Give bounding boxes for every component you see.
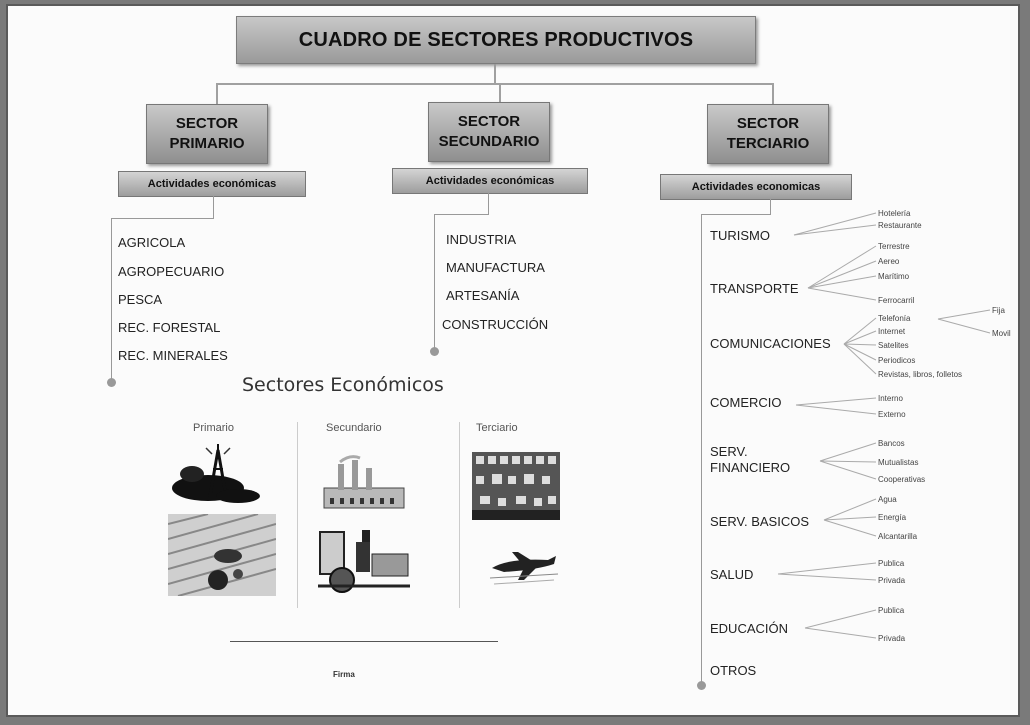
educacion-sub: Privada [878,634,906,643]
primario-item: REC. MINERALES [118,348,228,363]
secundario-activities-box: Actividades económicas [392,168,588,194]
terciario-trunk-end-dot [697,681,706,690]
serv-financiero-line-1: SERV. [710,444,748,459]
salud-sub: Publica [878,559,905,568]
connector-horizontal-top [216,83,774,85]
column-divider [459,422,460,608]
educacion-sub: Publica [878,606,905,615]
terciario-item-salud: SALUD [710,567,754,582]
comunicaciones-sub: Telefonía [878,314,911,323]
terciario-item-serv-basicos: SERV. BASICOS [710,514,809,529]
turismo-sub: Restaurante [878,221,922,230]
terciario-branch-connector [770,199,771,214]
primario-item: PESCA [118,292,163,307]
sector-terciario-box: SECTOR TERCIARIO [707,104,829,164]
terciario-sub-connectors [777,212,991,639]
farm-field-icon [168,514,276,596]
secundario-item: INDUSTRIA [446,232,517,247]
signature-line [230,641,498,642]
primario-branch-connector [213,196,214,218]
sector-secundario-label: SECTOR SECUNDARIO [438,113,540,150]
terciario-branch-connector [701,214,771,215]
sector-terciario-label: SECTOR TERCIARIO [726,115,810,152]
secundario-item: ARTESANÍA [446,288,520,303]
financiero-sub: Bancos [878,439,905,448]
basicos-sub: Agua [878,495,897,504]
secundario-branch-connector [488,193,489,214]
comunicaciones-sub: Revistas, libros, folletos [878,370,963,379]
basicos-sub: Energía [878,513,907,522]
terciario-item-serv-financiero: SERV.FINANCIERO [710,444,790,476]
connector-title-down [494,62,496,84]
primario-trunk-end-dot [107,378,116,387]
primario-activities-box: Actividades económicas [118,171,306,197]
terciario-item-turismo: TURISMO [710,228,770,243]
turismo-sub: Hotelería [878,209,911,218]
secundario-item: MANUFACTURA [446,260,545,275]
comercio-sub: Externo [878,410,906,419]
terciario-item-comercio: COMERCIO [710,395,782,410]
oil-derrick-icon [172,444,260,503]
connector-primario-down [216,83,218,105]
sector-primario-label: SECTOR PRIMARIO [169,115,245,152]
transporte-sub: Marítimo [878,272,910,281]
primario-item: REC. FORESTAL [118,320,221,335]
financiero-sub: Mutualistas [878,458,919,467]
sector-primario-box: SECTOR PRIMARIO [146,104,268,164]
main-title: CUADRO DE SECTORES PRODUCTIVOS [236,16,756,64]
basicos-sub: Alcantarilla [878,532,918,541]
secundario-trunk-end-dot [430,347,439,356]
terciario-item-educacion: EDUCACIÓN [710,621,789,636]
connector-secundario-down [499,83,501,103]
primario-branch-connector [111,218,214,219]
column-header-primario: Primario [193,422,234,434]
terciario-trunk [701,214,702,684]
transporte-sub: Terrestre [878,242,910,251]
secundario-trunk [434,214,435,350]
terciario-activities-box: Actividades economicas [660,174,852,200]
terciario-item-otros: OTROS [710,663,757,678]
terciario-item-transporte: TRANSPORTE [710,281,799,296]
sector-secundario-box: SECTOR SECUNDARIO [428,102,550,162]
comercio-sub: Interno [878,394,903,403]
transporte-sub: Ferrocarril [878,296,915,305]
primario-trunk [111,218,112,382]
comunicaciones-sub: Satelites [878,341,909,350]
terciario-item-comunicaciones: COMUNICACIONES [710,336,831,351]
sectores-economicos-title: Sectores Económicos [242,374,444,396]
signature-label: Firma [333,670,355,679]
secundario-branch-connector [434,214,489,215]
salud-sub: Privada [878,576,906,585]
primario-item: AGROPECUARIO [118,264,225,279]
transporte-sub: Aereo [878,257,900,266]
connector-terciario-down [772,83,774,105]
comunicaciones-sub: Internet [878,327,906,336]
column-header-secundario: Secundario [326,422,382,434]
comunicaciones-sub: Periodicos [878,356,916,365]
serv-financiero-line-2: FINANCIERO [710,460,791,475]
telefonia-sub: Movil [992,329,1011,338]
city-traffic-icon [472,452,560,520]
diagram-page: CUADRO DE SECTORES PRODUCTIVOS SECTOR PR… [6,4,1020,717]
industrial-machine-icon [318,530,410,593]
column-divider [297,422,298,608]
telefonia-sub: Fija [992,306,1005,315]
primario-item: AGRICOLA [118,235,186,250]
secundario-item: CONSTRUCCIÓN [442,317,549,332]
factory-icon [323,455,405,509]
column-header-terciario: Terciario [476,422,518,434]
financiero-sub: Cooperativas [878,475,926,484]
airplane-icon [489,552,559,585]
